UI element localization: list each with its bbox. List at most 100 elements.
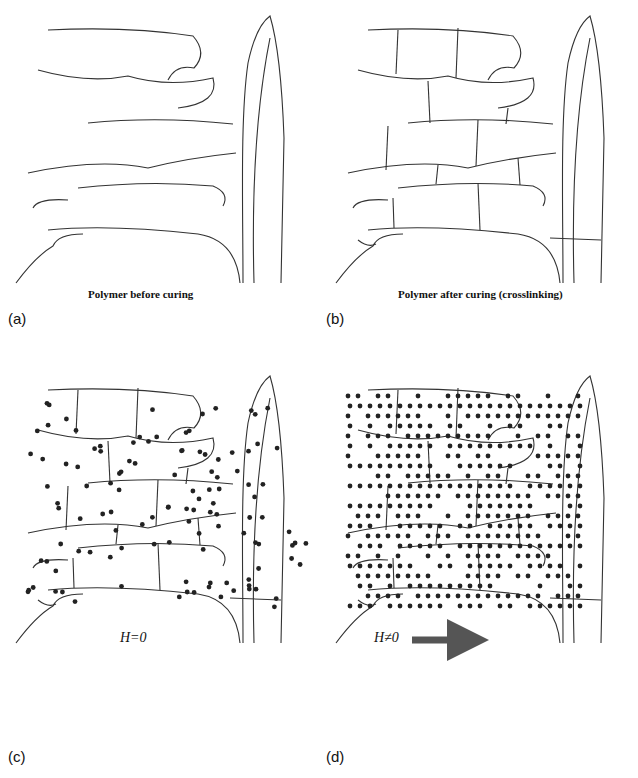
- particle-dot: [486, 514, 491, 519]
- particle-dot: [476, 454, 481, 459]
- particle-dot: [386, 594, 391, 599]
- particle-dot: [438, 584, 443, 589]
- particle-dot: [346, 434, 351, 439]
- particle-dot: [456, 434, 461, 439]
- particle-dot: [498, 404, 503, 409]
- particle-dot: [265, 406, 270, 411]
- particle-dot: [26, 588, 31, 593]
- particle-dot: [558, 484, 563, 489]
- particle-dot: [486, 554, 491, 559]
- particle-dot: [187, 428, 192, 433]
- particle-dot: [438, 524, 443, 529]
- particle-dot: [53, 589, 58, 594]
- particle-dot: [508, 544, 513, 549]
- particle-dot: [56, 506, 61, 511]
- polymer-chain: [336, 376, 604, 643]
- particle-dot: [230, 450, 235, 455]
- particle-dot: [576, 434, 581, 439]
- particle-dot: [166, 505, 171, 510]
- particle-dot: [486, 494, 491, 499]
- particle-dot: [458, 404, 463, 409]
- particle-dot: [197, 531, 202, 536]
- particle-dot: [368, 544, 373, 549]
- particle-dot: [446, 594, 451, 599]
- particle-dot: [528, 544, 533, 549]
- particle-dot: [408, 444, 413, 449]
- particle-dot: [546, 494, 551, 499]
- particle-dot: [468, 604, 473, 609]
- particle-dot: [496, 594, 501, 599]
- particle-dot: [131, 440, 136, 445]
- particle-dot: [28, 452, 33, 457]
- particle-dot: [488, 564, 493, 569]
- particle-dot: [201, 547, 206, 552]
- particle-dot: [566, 434, 571, 439]
- particle-dot: [31, 585, 36, 590]
- particle-dot: [108, 481, 113, 486]
- particle-dot: [346, 534, 351, 539]
- polymer-chain: [358, 28, 601, 245]
- particle-dot: [468, 504, 473, 509]
- particle-dot: [506, 394, 511, 399]
- particle-dot: [458, 544, 463, 549]
- particle-dot: [578, 604, 583, 609]
- particle-dot: [566, 594, 571, 599]
- particle-dot: [252, 495, 257, 500]
- particle-dot: [254, 587, 259, 592]
- particle-dot: [476, 434, 481, 439]
- particle-dot: [436, 434, 441, 439]
- particle-dot: [428, 484, 433, 489]
- particle-dot: [346, 454, 351, 459]
- particle-dot: [546, 454, 551, 459]
- particle-dot: [398, 444, 403, 449]
- polymer-chain: [336, 16, 604, 283]
- particle-dot: [426, 434, 431, 439]
- particle-dot: [546, 434, 551, 439]
- particle-dot: [179, 448, 184, 453]
- particle-dot: [516, 394, 521, 399]
- particle-dot: [548, 604, 553, 609]
- particle-dot: [528, 444, 533, 449]
- particle-dot: [498, 464, 503, 469]
- particle-dot: [446, 534, 451, 539]
- polymer-chain: [16, 376, 284, 643]
- particle-dot: [468, 544, 473, 549]
- particle-dot: [458, 424, 463, 429]
- particle-dot: [498, 604, 503, 609]
- field-label: H≠0: [372, 630, 401, 646]
- particle-dot: [476, 394, 481, 399]
- particle-dot: [536, 554, 541, 559]
- particle-dot: [208, 581, 213, 586]
- particle-dot: [416, 494, 421, 499]
- particle-dot: [486, 474, 491, 479]
- particle-dot: [428, 504, 433, 509]
- particle-dot: [231, 588, 236, 593]
- particle-dot: [448, 564, 453, 569]
- particle-dot: [150, 515, 155, 520]
- particle-dot: [458, 524, 463, 529]
- particle-dot: [428, 464, 433, 469]
- particle-dot: [496, 554, 501, 559]
- particle-dot: [376, 574, 381, 579]
- particle-dot: [214, 512, 219, 517]
- particle-dot: [448, 424, 453, 429]
- particle-dot: [526, 554, 531, 559]
- particle-dot: [576, 594, 581, 599]
- particle-dot: [558, 564, 563, 569]
- particle-dot: [78, 516, 83, 521]
- particle-dot: [88, 550, 93, 555]
- particle-dot: [576, 474, 581, 479]
- particle-dot: [378, 404, 383, 409]
- particle-dot: [578, 404, 583, 409]
- particle-dot: [516, 594, 521, 599]
- particle-dot: [416, 574, 421, 579]
- particle-dot: [428, 544, 433, 549]
- particle-dot: [448, 584, 453, 589]
- particle-dot: [546, 414, 551, 419]
- particle-dot: [498, 544, 503, 549]
- particle-dot: [518, 404, 523, 409]
- particle-dot: [376, 534, 381, 539]
- particle-dot: [468, 484, 473, 489]
- particle-dot: [348, 524, 353, 529]
- particle-dot: [526, 574, 531, 579]
